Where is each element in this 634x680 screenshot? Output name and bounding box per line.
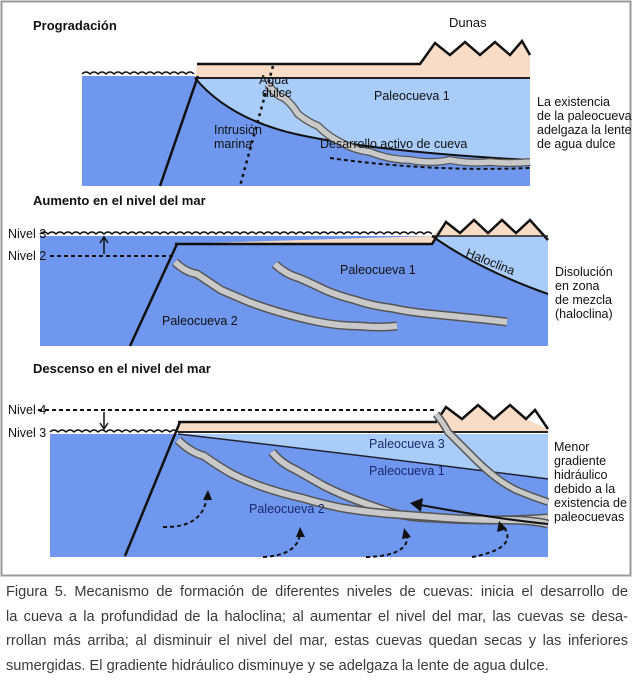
label-paleocueva-1: Paleocueva 1 <box>369 464 445 478</box>
arrow-left-icon <box>410 498 423 512</box>
label-nivel-3: Nivel 3 <box>8 227 46 241</box>
figure-caption: Figura 5. Mecanismo de formación de dife… <box>6 580 628 678</box>
note-line: gradiente <box>554 454 606 468</box>
label-marina: marina <box>214 137 252 151</box>
paleocave-2 <box>174 436 550 529</box>
label-agua: Agua <box>259 73 288 87</box>
arrow-down-icon <box>99 422 109 431</box>
note-line: debido a la <box>554 482 615 496</box>
circulation-arrowheads <box>203 490 507 539</box>
caption-line: la cueva a la profundidad de la haloclin… <box>6 608 628 625</box>
sea-surface-nivel-3 <box>49 429 179 433</box>
cliff-line <box>158 75 200 187</box>
label-dunas: Dunas <box>449 15 487 30</box>
panel-title: Progradación <box>33 18 117 33</box>
cliff-line <box>123 421 182 557</box>
panel-aumento: Aumento en el nivel del mar Nivel 3 Nive… <box>8 193 613 347</box>
paleocave-1 <box>271 260 508 327</box>
label-paleocueva-1: Paleocueva 1 <box>340 263 416 277</box>
halocline-line <box>194 77 531 161</box>
land-profile <box>175 218 549 246</box>
label-intrusion: Intrusión <box>214 123 262 137</box>
label-paleocueva-2: Paleocueva 2 <box>249 502 325 516</box>
label-nivel-3: Nivel 3 <box>8 426 46 440</box>
cliff-line <box>128 243 179 347</box>
land-dunes <box>178 405 548 432</box>
note-line: en zona <box>555 279 600 293</box>
land-dunes <box>195 41 530 78</box>
sea-surface <box>81 71 195 75</box>
gradient-arrow <box>414 503 549 525</box>
paleocave-2 <box>171 258 398 332</box>
note-line: existencia de <box>554 496 627 510</box>
note-line: de mezcla <box>555 293 612 307</box>
panel-title: Aumento en el nivel del mar <box>33 193 206 208</box>
panel-progradacion: Progradación Dunas Agua dulce Paleocueva… <box>33 15 632 187</box>
note-line: La existencia <box>537 95 610 109</box>
label-paleocueva-1: Paleocueva 1 <box>374 89 450 103</box>
label-nivel-4: Nivel 4 <box>8 403 46 417</box>
note-line: Menor <box>554 440 589 454</box>
sea-surface-nivel-3 <box>39 231 433 235</box>
caption-line: rrollan más arriba; al disminuir el nive… <box>6 633 628 649</box>
paleocave-3 <box>432 411 550 506</box>
note-line: de agua dulce <box>537 137 616 151</box>
label-paleocueva-2: Paleocueva 2 <box>162 314 238 328</box>
label-nivel-2: Nivel 2 <box>8 249 46 263</box>
caption-line: Figura 5. Mecanismo de formación de dife… <box>6 584 628 600</box>
note-line: paleocuevas <box>554 510 624 524</box>
note-line: hidráulico <box>554 468 608 482</box>
note-line: de la paleocueva <box>537 109 632 123</box>
freshwater-lens <box>178 434 548 479</box>
note-line: adelgaza la lente <box>537 123 632 137</box>
halocline-lens <box>432 236 548 294</box>
panel-title: Descenso en el nivel del mar <box>33 361 211 376</box>
label-dulce: dulce <box>262 86 292 100</box>
caption-line: sumergidas. El gradiente hidráulico dism… <box>6 657 549 674</box>
panel-descenso: Descenso en el nivel del mar N <box>8 361 627 558</box>
arrow-up-icon <box>99 235 109 244</box>
note-line: Disolución <box>555 265 613 279</box>
label-paleocueva-3: Paleocueva 3 <box>369 437 445 451</box>
label-desarrollo: Desarrollo activo de cueva <box>320 137 467 151</box>
note-line: (haloclina) <box>555 307 613 321</box>
